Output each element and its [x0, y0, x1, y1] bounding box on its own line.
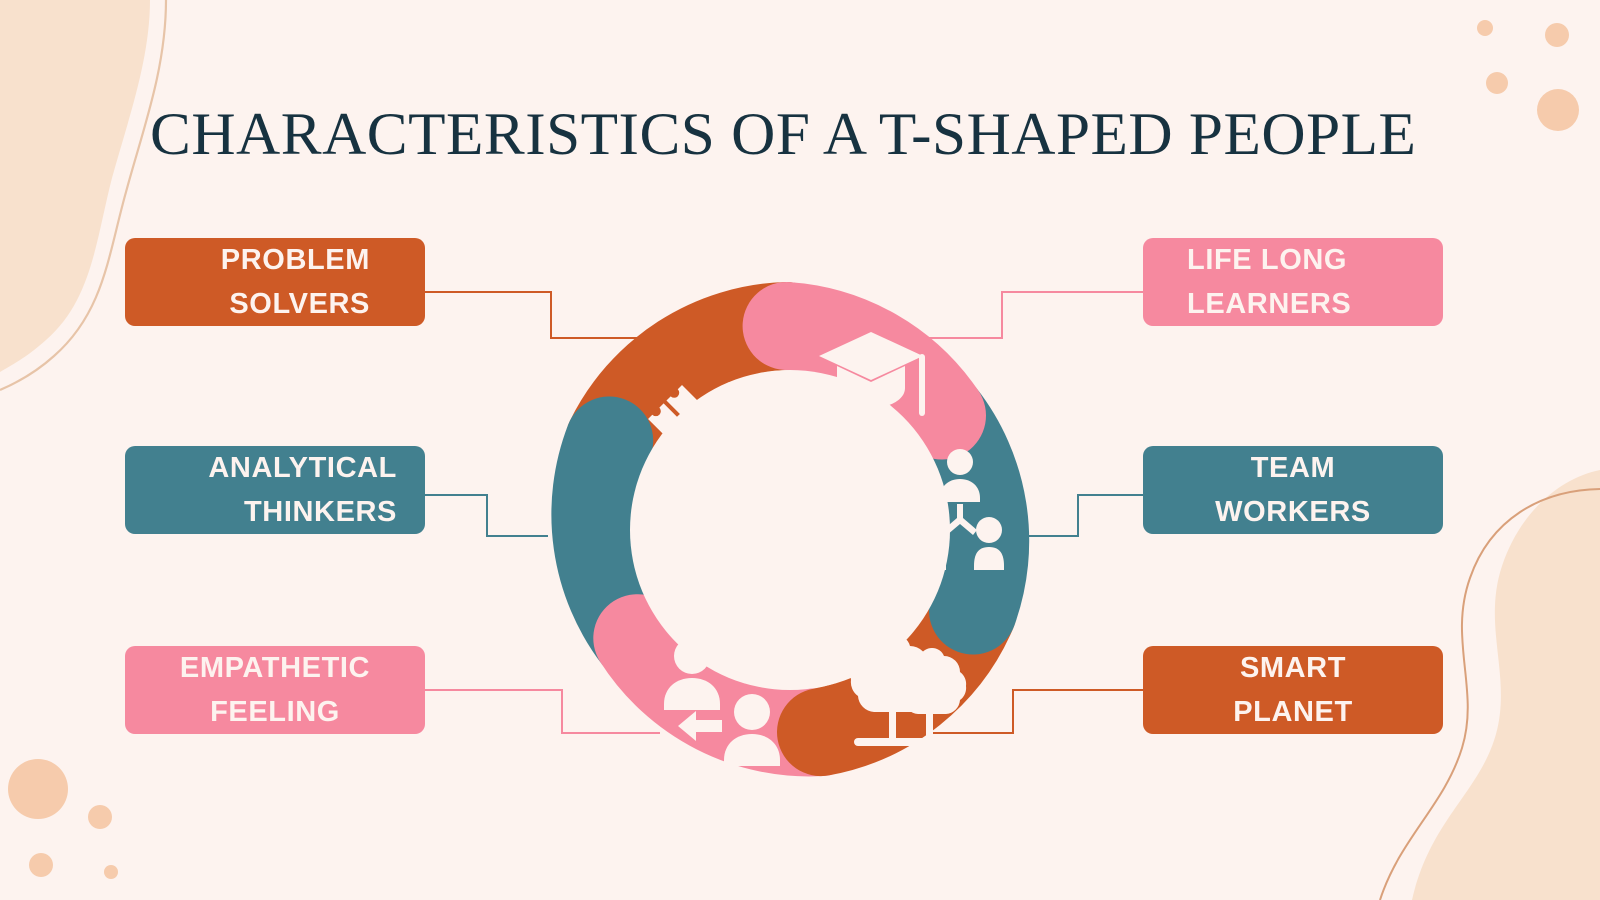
label-line-2: LEARNERS	[1187, 288, 1352, 320]
donut-diagram	[530, 270, 1050, 790]
label-smart-planet[interactable]: SMART PLANET	[1143, 646, 1443, 734]
peach-outline-top-left	[0, 0, 168, 392]
donut-center-hole	[630, 370, 950, 690]
label-line-1: PROBLEM	[220, 244, 370, 276]
decor-dot	[104, 865, 118, 879]
label-line-2: PLANET	[1233, 696, 1353, 728]
label-life-long-learners[interactable]: LIFE LONG LEARNERS	[1143, 238, 1443, 326]
label-line-2: SOLVERS	[229, 288, 370, 320]
label-line-2: WORKERS	[1215, 496, 1371, 528]
decor-dot	[1477, 20, 1493, 36]
label-line-2: THINKERS	[243, 496, 397, 528]
label-line-1: SMART	[1239, 652, 1347, 684]
label-line-2: FEELING	[210, 696, 340, 728]
label-line-1: ANALYTICAL	[208, 452, 397, 484]
decor-dot	[8, 759, 68, 819]
decor-dot	[1537, 89, 1579, 131]
label-line-1: LIFE LONG	[1187, 244, 1348, 276]
decor-dot	[88, 805, 112, 829]
label-team-workers[interactable]: TEAM WORKERS	[1143, 446, 1443, 534]
page-title: CHARACTERISTICS OF A T-SHAPED PEOPLE	[150, 101, 1417, 167]
label-empathetic-feeling[interactable]: EMPATHETIC FEELING	[125, 646, 425, 734]
label-line-1: EMPATHETIC	[179, 652, 371, 684]
label-problem-solvers[interactable]: PROBLEM SOLVERS	[125, 238, 425, 326]
label-analytical-thinkers[interactable]: ANALYTICAL THINKERS	[125, 446, 425, 534]
label-line-1: TEAM	[1250, 452, 1336, 484]
decor-dot	[1486, 72, 1508, 94]
decor-dot	[29, 853, 53, 877]
decor-dot	[1545, 23, 1569, 47]
